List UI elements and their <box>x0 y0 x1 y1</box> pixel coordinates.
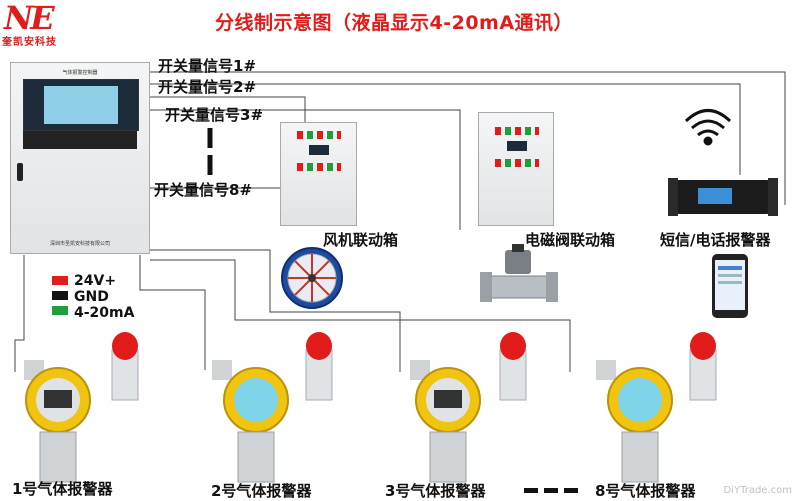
bus-line-3 <box>150 249 401 372</box>
legend-signal-label: 4-20mA <box>74 305 135 321</box>
bus-line-1 <box>14 255 25 372</box>
watermark: DiYTrade.com <box>723 485 792 496</box>
signal-label-1: 开关量信号1# <box>158 57 257 75</box>
controller-screen <box>23 79 139 131</box>
page-title: 分线制示意图（液晶显示4-20mA通讯） <box>215 12 574 34</box>
signal-line-2 <box>150 83 741 175</box>
alarm-terminal-icon <box>668 178 778 216</box>
legend-gnd-label: GND <box>74 289 109 305</box>
detector-2-icon <box>212 332 333 483</box>
link-valve <box>150 109 461 230</box>
detector-gap-dash-2 <box>544 488 558 493</box>
fan-cabinet-buttons <box>297 163 341 171</box>
phone-icon <box>712 254 748 318</box>
alarm-controller: 气体报警控制器 深圳市圣凯安科技有限公司 <box>10 62 150 254</box>
controller-header: 气体报警控制器 <box>62 70 98 76</box>
detector-label-3: 3号气体报警器 <box>385 482 486 500</box>
wifi-icon <box>684 109 732 146</box>
valve-box-label: 电磁阀联动箱 <box>525 231 616 249</box>
fan-cabinet-lights <box>297 131 341 139</box>
detector-gap-dash-1 <box>524 488 538 493</box>
valve-cabinet-display <box>507 141 527 151</box>
solenoid-valve-icon <box>480 244 558 302</box>
bus-line-4 <box>150 259 571 372</box>
valve-cabinet-lights <box>495 127 539 135</box>
fan-icon <box>281 247 343 309</box>
legend-bar-red <box>52 276 68 285</box>
fan-cabinet-display <box>309 145 329 155</box>
valve-cabinet <box>478 112 554 226</box>
legend-bar-black <box>52 291 68 300</box>
legend-bar-green <box>52 306 68 315</box>
signal-label-8: 开关量信号8# <box>154 181 253 199</box>
detector-1-icon <box>24 332 139 483</box>
controller-footer: 深圳市圣凯安科技有限公司 <box>49 241 110 247</box>
bus-line-2 <box>139 255 206 370</box>
controller-key-icon <box>17 163 23 181</box>
company-logo-icon: NE <box>4 0 55 37</box>
detector-label-1: 1号气体报警器 <box>12 480 113 498</box>
detector-label-8: 8号气体报警器 <box>595 482 696 500</box>
fan-box-label: 风机联动箱 <box>323 231 399 249</box>
signal-line-1 <box>150 71 786 205</box>
valve-cabinet-buttons <box>495 159 539 167</box>
detector-8-icon <box>596 332 717 483</box>
controller-keypad <box>23 131 137 149</box>
signal-label-2: 开关量信号2# <box>158 78 257 96</box>
signal-label-3: 开关量信号3# <box>165 106 264 124</box>
legend-power-label: 24V+ <box>74 273 117 289</box>
detector-gap-dash-3 <box>564 488 578 493</box>
company-name: 奎凯安科技 <box>2 37 57 48</box>
fan-cabinet <box>280 122 357 226</box>
detector-3-icon <box>410 332 527 483</box>
detector-label-2: 2号气体报警器 <box>211 482 312 500</box>
sms-alarm-label: 短信/电话报警器 <box>660 231 771 249</box>
